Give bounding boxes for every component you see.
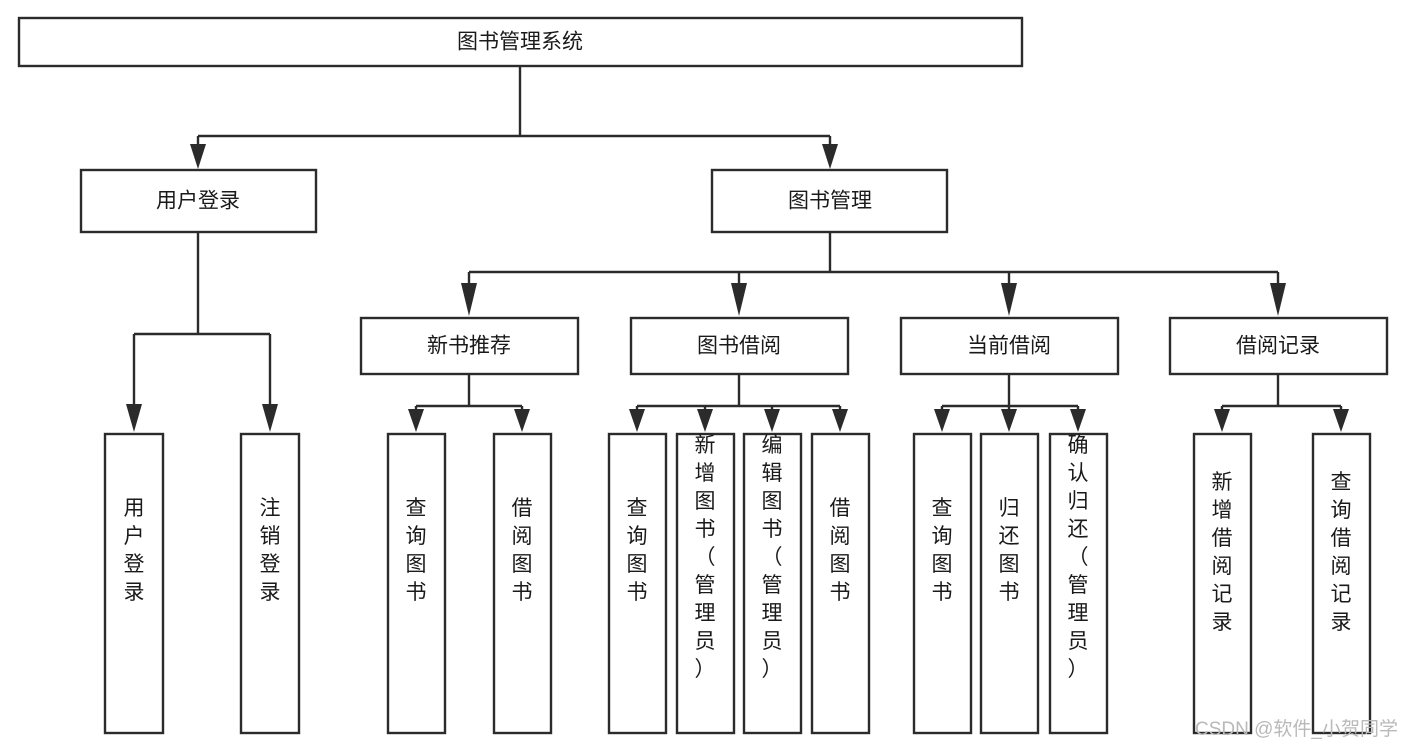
node-borrow-record-box[interactable] <box>1168 316 1389 376</box>
node-leaf-logout-label: 注销登录 <box>260 497 281 604</box>
node-leaf-query-record-label: 查询借阅记录 <box>1331 471 1352 634</box>
node-leaf-logout[interactable]: 注销登录 <box>239 432 301 735</box>
node-leaf-edit-book-label: 编辑图书（管理员） <box>762 434 783 681</box>
node-leaf-user-login-label: 用户登录 <box>124 497 145 604</box>
node-leaf-query-book-2-label: 查询图书 <box>627 497 648 604</box>
node-root-label: 图书管理系统 <box>457 31 583 54</box>
arrow-icon-leaf-add-book <box>697 409 713 432</box>
connector-layer <box>126 67 1349 432</box>
node-leaf-borrow-book-2-label: 借阅图书 <box>830 497 851 604</box>
node-current-borrow-box[interactable] <box>899 316 1120 376</box>
node-current-borrow[interactable]: 当前借阅 <box>899 316 1120 376</box>
arrow-icon-leaf-query-book-2 <box>629 409 645 432</box>
node-borrow-record[interactable]: 借阅记录 <box>1168 316 1389 376</box>
node-book-manage-box[interactable] <box>710 168 949 234</box>
node-new-book-recommend-box[interactable] <box>359 316 580 376</box>
node-leaf-add-record[interactable]: 新增借阅记录 <box>1192 432 1253 735</box>
arrow-icon-leaf-add-record <box>1214 409 1230 432</box>
node-leaf-query-book-1[interactable]: 查询图书 <box>386 432 447 735</box>
node-book-borrow-box[interactable] <box>629 316 850 376</box>
arrow-icon-book-borrow <box>731 283 747 316</box>
node-leaf-borrow-book-2-box[interactable] <box>810 432 871 735</box>
node-leaf-query-book-2-box[interactable] <box>607 432 668 735</box>
node-user-login-box[interactable] <box>79 168 318 234</box>
arrow-icon-leaf-return-book <box>1001 409 1017 432</box>
node-leaf-query-book-1-box[interactable] <box>386 432 447 735</box>
node-leaf-query-record-box[interactable] <box>1311 432 1372 735</box>
arrow-icon-leaf-borrow-book-1 <box>514 409 530 432</box>
node-leaf-logout-box[interactable] <box>239 432 301 735</box>
node-book-manage-label: 图书管理 <box>788 190 872 213</box>
node-leaf-confirm-return-label: 确认归还（管理员） <box>1068 434 1089 681</box>
arrow-icon-borrow-record <box>1270 283 1286 316</box>
node-leaf-add-book[interactable]: 新增图书（管理员） <box>675 432 736 735</box>
node-leaf-borrow-book-1[interactable]: 借阅图书 <box>492 432 553 735</box>
node-leaf-add-book-label: 新增图书（管理员） <box>695 434 716 681</box>
node-leaf-add-book-box[interactable] <box>675 432 736 735</box>
node-leaf-edit-book-box[interactable] <box>742 432 803 735</box>
node-root-box[interactable] <box>17 16 1024 68</box>
arrow-icon-leaf-logout <box>262 404 278 432</box>
node-leaf-return-book[interactable]: 归还图书 <box>979 432 1040 735</box>
node-book-manage[interactable]: 图书管理 <box>710 168 949 234</box>
node-leaf-query-record[interactable]: 查询借阅记录 <box>1311 432 1372 735</box>
node-leaf-add-record-label: 新增借阅记录 <box>1212 471 1233 634</box>
node-leaf-borrow-book-1-label: 借阅图书 <box>512 497 533 604</box>
node-book-borrow-label: 图书借阅 <box>697 335 781 358</box>
node-new-book-recommend-label: 新书推荐 <box>427 335 511 358</box>
node-leaf-user-login[interactable]: 用户登录 <box>103 432 165 735</box>
arrow-icon-leaf-user-login <box>126 404 142 432</box>
node-leaf-query-book-2[interactable]: 查询图书 <box>607 432 668 735</box>
node-current-borrow-label: 当前借阅 <box>967 335 1051 358</box>
arrow-icon-leaf-edit-book <box>764 409 780 432</box>
node-leaf-confirm-return[interactable]: 确认归还（管理员） <box>1048 432 1109 735</box>
arrow-icon-leaf-query-book-1 <box>408 409 424 432</box>
node-new-book-recommend[interactable]: 新书推荐 <box>359 316 580 376</box>
node-leaf-return-book-box[interactable] <box>979 432 1040 735</box>
arrow-icon-leaf-query-record <box>1333 409 1349 432</box>
node-leaf-user-login-box[interactable] <box>103 432 165 735</box>
node-user-login[interactable]: 用户登录 <box>79 168 318 234</box>
arrow-icon-leaf-confirm-return <box>1070 409 1086 432</box>
node-book-borrow[interactable]: 图书借阅 <box>629 316 850 376</box>
arrow-icon-leaf-borrow-book-2 <box>832 409 848 432</box>
csdn-watermark: CSDN @软件_小贺同学 <box>1195 718 1398 740</box>
node-leaf-query-book-1-label: 查询图书 <box>406 497 427 604</box>
node-leaf-add-record-box[interactable] <box>1192 432 1253 735</box>
arrow-icon-leaf-query-book-3 <box>934 409 950 432</box>
node-leaf-return-book-label: 归还图书 <box>999 497 1020 604</box>
node-leaf-query-book-3[interactable]: 查询图书 <box>912 432 973 735</box>
node-leaf-query-book-3-box[interactable] <box>912 432 973 735</box>
arrow-icon-current-borrow <box>1001 283 1017 316</box>
node-leaf-edit-book[interactable]: 编辑图书（管理员） <box>742 432 803 735</box>
node-leaf-borrow-book-2[interactable]: 借阅图书 <box>810 432 871 735</box>
node-borrow-record-label: 借阅记录 <box>1236 335 1320 358</box>
node-user-login-label: 用户登录 <box>156 190 240 213</box>
node-root[interactable]: 图书管理系统 <box>17 16 1024 68</box>
arrow-icon-to-book-manage <box>822 144 838 169</box>
arrow-icon-new-book-recommend <box>461 283 477 316</box>
arrow-icon-to-user-login <box>190 144 206 169</box>
node-leaf-borrow-book-1-box[interactable] <box>492 432 553 735</box>
node-leaf-query-book-3-label: 查询图书 <box>932 497 953 604</box>
node-leaf-confirm-return-box[interactable] <box>1048 432 1109 735</box>
